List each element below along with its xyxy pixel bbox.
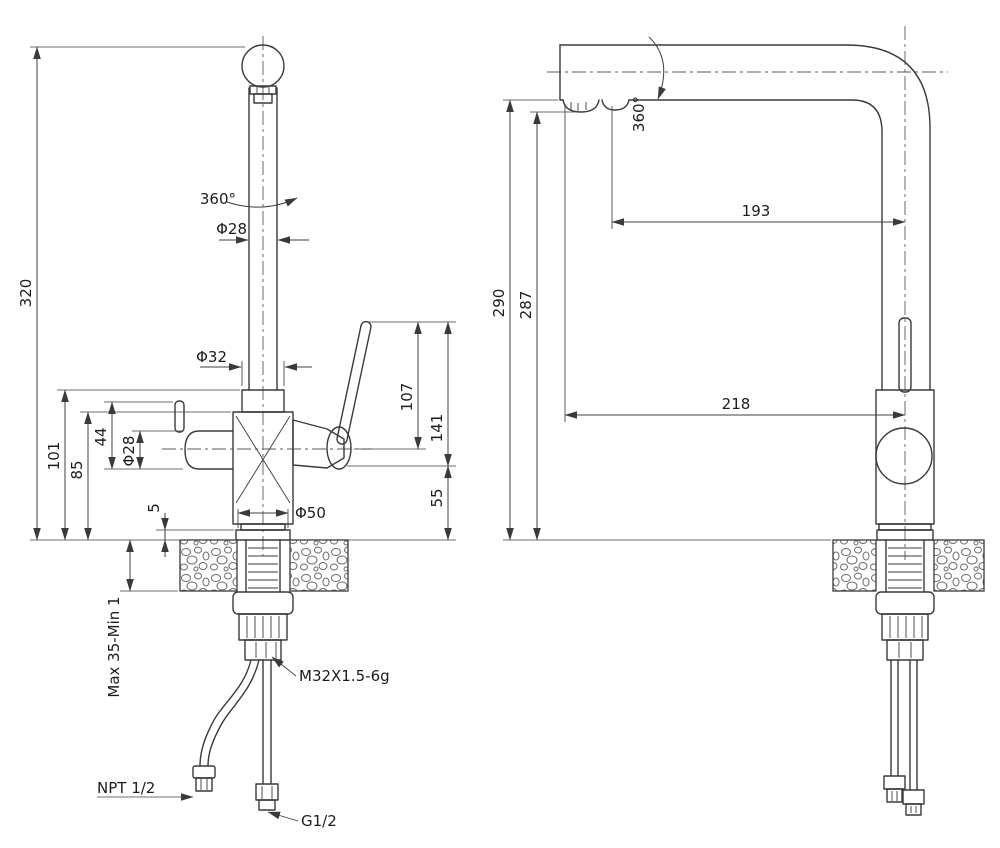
side-faucet: [559, 44, 935, 541]
side-centerlines: [547, 26, 948, 560]
extension-lines-front: [30, 46, 456, 592]
countertop-left-block: [179, 539, 238, 592]
g12-fitting-facets: [261, 786, 273, 799]
npt-fitting-ferrule: [192, 765, 216, 779]
dim-label-218: 218: [722, 395, 751, 413]
body-cross-lines: [235, 415, 291, 504]
dim-label-85: 85: [68, 460, 86, 479]
dim-label-107: 107: [398, 383, 416, 412]
front-countertop: [179, 539, 349, 592]
dim-label-320: 320: [17, 279, 35, 308]
mounting-nut-ridges-side: [889, 616, 923, 638]
hose-connector-lines: [255, 642, 277, 658]
left-fitting-hex-side: [886, 788, 903, 803]
aerator-step-2: [253, 93, 273, 104]
dim-label-44: 44: [92, 427, 110, 446]
g12-fitting-hex: [255, 783, 279, 801]
aerator-ticks: [256, 87, 270, 93]
front-view: 320 101 85 44 Φ28 5 Max 35-Min 1 360° Φ2…: [17, 36, 456, 830]
base-flange: [235, 529, 291, 541]
mounting-nut-ridges: [246, 616, 280, 638]
swivel-360-label-side: 360°: [630, 96, 648, 132]
thread-spec-label: M32X1.5-6g: [299, 667, 390, 685]
swivel-arc-front: [226, 197, 298, 208]
dim-label-193: 193: [742, 202, 771, 220]
mixer-lever-stick: [336, 320, 372, 445]
spout-ball-cap: [241, 44, 285, 88]
front-dimensions: 320 101 85 44 Φ28 5 Max 35-Min 1 360° Φ2…: [17, 46, 456, 830]
dim-label-phi50: Φ50: [295, 504, 326, 522]
dim-label-141: 141: [428, 414, 446, 443]
aerator-bump: [601, 99, 630, 111]
spout-arm-inner-edge: [628, 99, 883, 391]
dim-label-287: 287: [517, 291, 535, 320]
dim-label-290: 290: [490, 289, 508, 318]
filter-handle-body: [184, 430, 234, 470]
side-mounting-hardware: [875, 539, 935, 661]
side-view: 360° 290 287 193 218: [490, 26, 985, 816]
mixer-pivot-cap: [326, 426, 352, 470]
g12-fitting-tip: [258, 799, 276, 811]
dim-label-phi28-spout: Φ28: [216, 220, 247, 238]
mounting-nut-side: [881, 613, 929, 641]
right-fitting-facets-side: [910, 806, 917, 813]
spout-arm-outer-edge: [559, 44, 931, 391]
left-hose-outer: [199, 659, 252, 767]
side-countertop: [832, 539, 985, 592]
right-fitting-hex-side: [902, 789, 925, 805]
mounting-washer: [232, 591, 294, 615]
front-supply-hoses: [192, 659, 279, 811]
thread-spec-leader: [271, 656, 297, 677]
g12-leader: [267, 811, 299, 822]
side-supply-hoses: [883, 659, 925, 816]
front-mounting-hardware: [232, 539, 294, 661]
npt-fitting-hex: [195, 777, 213, 792]
swivel-360-label-front: 360°: [200, 190, 236, 208]
dim-label-phi28-handle: Φ28: [120, 436, 138, 467]
countertop-left-block-side: [832, 539, 877, 592]
front-centerlines: [162, 36, 372, 556]
swivel-arc-side: [648, 36, 666, 100]
dim-label-phi32: Φ32: [196, 348, 227, 366]
hose-connector-block-side: [886, 639, 924, 661]
npt-fitting-facets: [200, 779, 208, 790]
left-fitting-facets-side: [891, 791, 898, 801]
countertop-right-block-side: [933, 539, 985, 592]
left-fitting-ferrule-side: [883, 775, 906, 790]
spray-outlet-ticks: [570, 102, 587, 111]
npt-fitting-label: NPT 1/2: [97, 779, 155, 797]
mounting-washer-side: [875, 591, 935, 615]
lever-side: [898, 317, 912, 393]
base-flange-side: [876, 529, 934, 541]
mount-thickness-label: Max 35-Min 1: [105, 596, 123, 697]
shank-threads-side: [888, 547, 922, 589]
dim-label-101: 101: [45, 442, 63, 471]
right-fitting-tip-side: [905, 803, 922, 816]
front-faucet: [174, 44, 372, 541]
countertop-right-block: [289, 539, 349, 592]
side-dimensions: 360° 290 287 193 218: [490, 36, 906, 541]
g12-fitting-label: G1/2: [301, 812, 337, 830]
hose-connector-lines-side: [898, 642, 912, 658]
shank-threads: [248, 547, 278, 589]
pivot-circle-side: [875, 427, 933, 485]
extension-lines-side: [503, 99, 831, 541]
spray-outlet-bump: [562, 99, 600, 113]
mixer-lever: [336, 320, 372, 445]
dim-label-55: 55: [428, 488, 446, 507]
mixer-joint: [292, 419, 345, 469]
dim-label-5: 5: [145, 503, 163, 513]
left-hose-inner: [207, 659, 260, 767]
filter-handle-pin: [174, 400, 185, 433]
